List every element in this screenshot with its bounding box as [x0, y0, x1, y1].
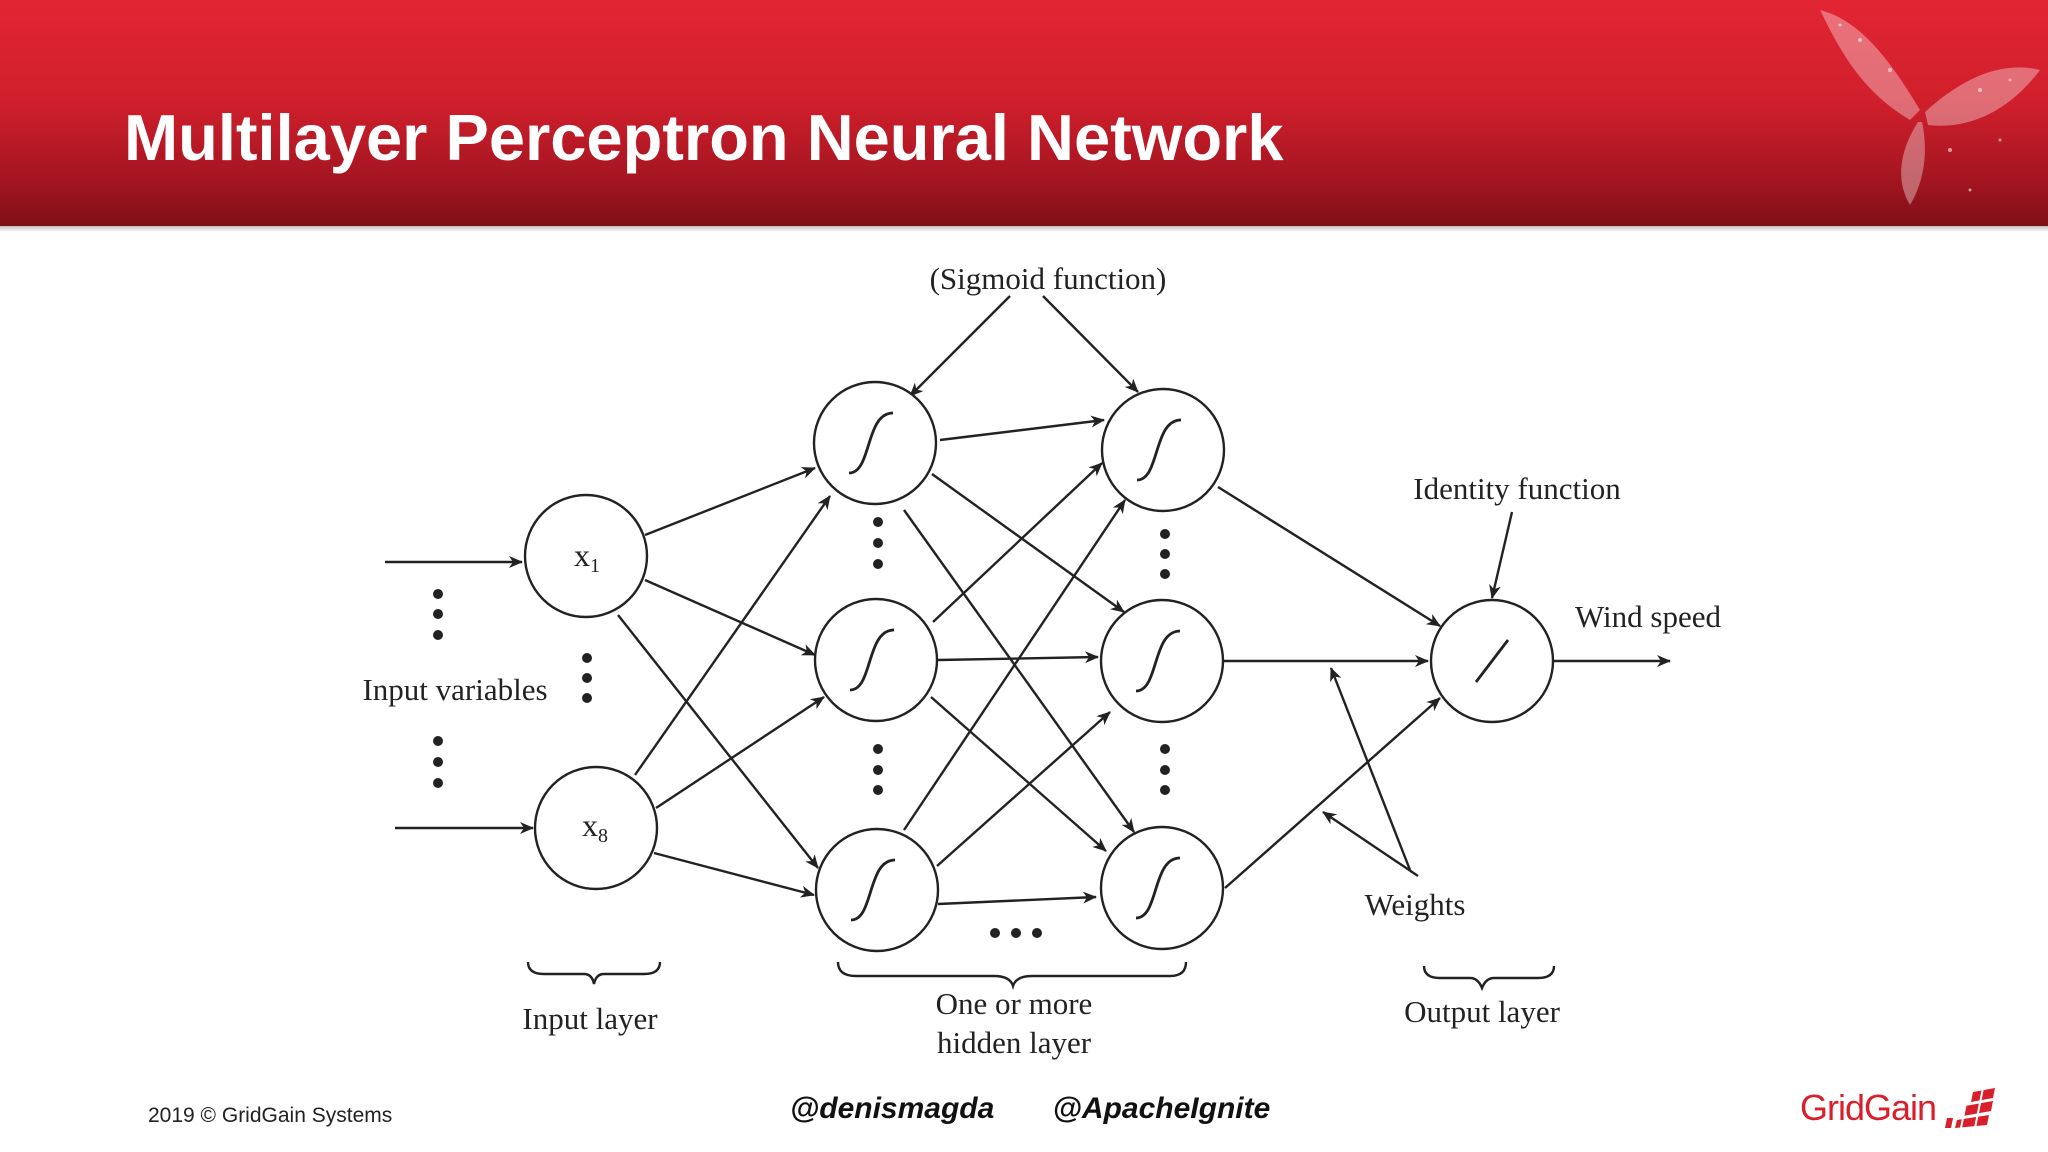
page-title: Multilayer Perceptron Neural Network [124, 101, 1284, 174]
edge [931, 473, 1125, 613]
hidden-node [812, 380, 938, 506]
input-node-x1-label: x1 [574, 537, 600, 577]
sigmoid-arrow [1042, 295, 1139, 393]
hidden-layer-label-line-2: hidden layer [937, 1025, 1092, 1060]
edge [1224, 697, 1441, 889]
identity-slash-icon [1474, 639, 1510, 683]
edge [939, 415, 1105, 442]
hidden-layer-label-line-1: One or more [936, 986, 1093, 1021]
edge [653, 851, 815, 898]
hidden-node [1099, 598, 1225, 724]
twitter-handle-denismagda[interactable]: @denismagda [790, 1092, 995, 1125]
footer-copyright: 2019 © GridGain Systems [148, 1104, 393, 1127]
input-node-x8 [533, 765, 659, 891]
edge [932, 462, 1103, 623]
wind-speed-label: Wind speed [1575, 599, 1721, 634]
weight-connections [385, 295, 1671, 906]
input-layer-label: Input layer [522, 1001, 658, 1036]
weights-label: Weights [1365, 887, 1466, 922]
edge [937, 891, 1097, 906]
sigmoid-arrow [909, 295, 1011, 397]
sigmoid-curve-icon [848, 411, 1182, 922]
logo-text: GridGain [1800, 1087, 1937, 1128]
gridgain-logo: GridGain [1800, 1088, 1999, 1128]
header-shadow [0, 226, 2048, 232]
slide-header: Multilayer Perceptron Neural Network [0, 0, 2048, 226]
sigmoid-label: (Sigmoid function) [930, 261, 1167, 296]
gridgain-mark-icon [1944, 1088, 1995, 1128]
edge [930, 696, 1107, 852]
edge [903, 509, 1135, 833]
input-node-x1 [523, 493, 649, 619]
edge [644, 578, 816, 657]
edge [903, 499, 1126, 831]
edge [655, 695, 825, 810]
layer-braces [526, 961, 1556, 992]
ellipsis-dots [433, 517, 1170, 938]
output-layer-label: Output layer [1404, 994, 1560, 1029]
hidden-node [1100, 387, 1226, 513]
edge [936, 711, 1111, 867]
edge [644, 466, 816, 537]
footer-handles: @denismagda @ApacheIgnite [790, 1092, 1270, 1126]
edge [617, 614, 819, 869]
edge [634, 495, 831, 776]
butterfly-watermark-icon [1820, 10, 2040, 205]
input-node-x8-label: x8 [582, 807, 608, 847]
hidden-node [814, 827, 940, 953]
twitter-handle-apacheignite[interactable]: @ApacheIgnite [1052, 1092, 1271, 1125]
edge [1217, 485, 1441, 628]
identity-label: Identity function [1413, 471, 1621, 506]
hidden-node [1099, 825, 1225, 951]
weights-arrow [1329, 667, 1412, 871]
input-variables-label: Input variables [362, 672, 547, 707]
weights-arrow [1322, 811, 1419, 877]
hidden-node [813, 597, 939, 723]
identity-arrow [1489, 511, 1514, 599]
mlp-diagram: x1 x8 (Sigmoid function) Identity functi… [362, 261, 1721, 1060]
